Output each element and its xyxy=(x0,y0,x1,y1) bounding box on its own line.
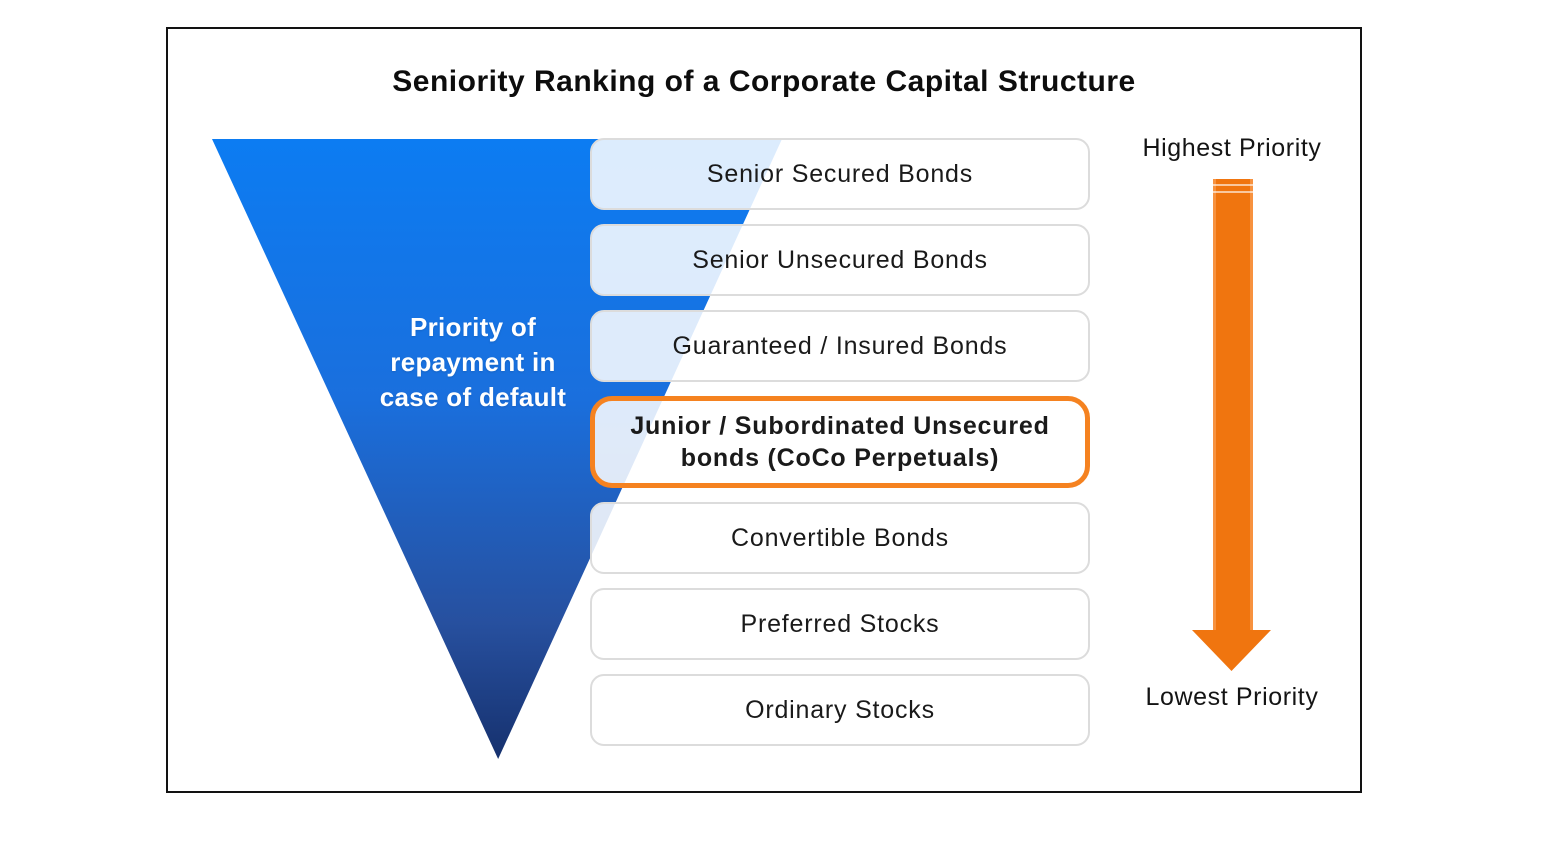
page-title: Seniority Ranking of a Corporate Capital… xyxy=(392,65,1136,98)
level-box: Senior Unsecured Bonds xyxy=(590,224,1090,296)
lowest-priority-label: Lowest Priority xyxy=(1145,683,1319,711)
funnel-label: Priority of repayment in case of default xyxy=(379,312,567,412)
level-label: Junior / Subordinated Unsecured bonds (C… xyxy=(630,412,1050,472)
arrow-segment-line xyxy=(1213,184,1253,186)
level-label: Senior Secured Bonds xyxy=(706,160,974,188)
diagram-frame: Seniority Ranking of a Corporate Capital… xyxy=(166,27,1362,793)
level-label: Senior Unsecured Bonds xyxy=(692,246,988,274)
arrow-segment-line xyxy=(1213,191,1253,193)
priority-arrow-shaft xyxy=(1213,179,1253,630)
level-box-highlighted: Junior / Subordinated Unsecured bonds (C… xyxy=(590,396,1090,488)
level-label: Convertible Bonds xyxy=(731,524,949,552)
highest-priority-label: Highest Priority xyxy=(1142,134,1322,162)
level-box: Preferred Stocks xyxy=(590,588,1090,660)
levels-stack: Senior Secured Bonds Senior Unsecured Bo… xyxy=(590,138,1090,760)
level-label: Ordinary Stocks xyxy=(745,696,935,724)
level-label: Guaranteed / Insured Bonds xyxy=(672,332,1008,360)
level-box: Guaranteed / Insured Bonds xyxy=(590,310,1090,382)
level-box: Senior Secured Bonds xyxy=(590,138,1090,210)
level-box: Ordinary Stocks xyxy=(590,674,1090,746)
level-label: Preferred Stocks xyxy=(740,610,940,638)
level-box: Convertible Bonds xyxy=(590,502,1090,574)
priority-arrow-down-icon xyxy=(1192,630,1271,671)
